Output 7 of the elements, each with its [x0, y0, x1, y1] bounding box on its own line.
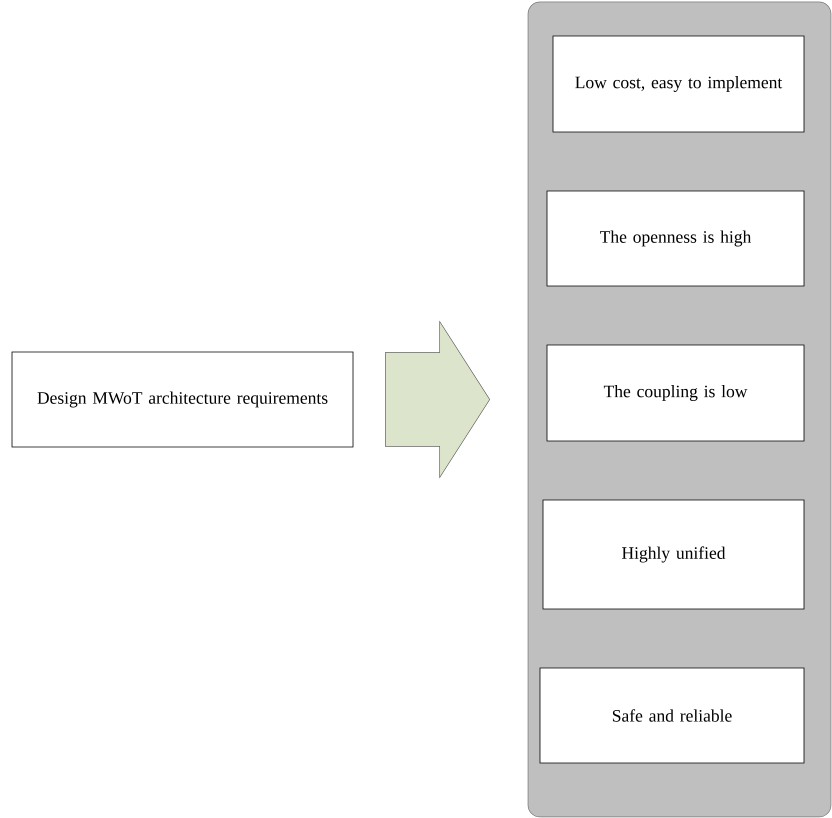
text-box: The openness is high [546, 190, 804, 286]
text-box: Safe and reliable [540, 668, 804, 764]
text-box: Low cost, easy to implement [552, 36, 804, 132]
block-arrow [385, 320, 490, 478]
text-box: The coupling is low [546, 344, 804, 442]
text-box: Design MWoT architecture requirements [12, 352, 354, 448]
text-box: Highly unified [542, 500, 804, 610]
